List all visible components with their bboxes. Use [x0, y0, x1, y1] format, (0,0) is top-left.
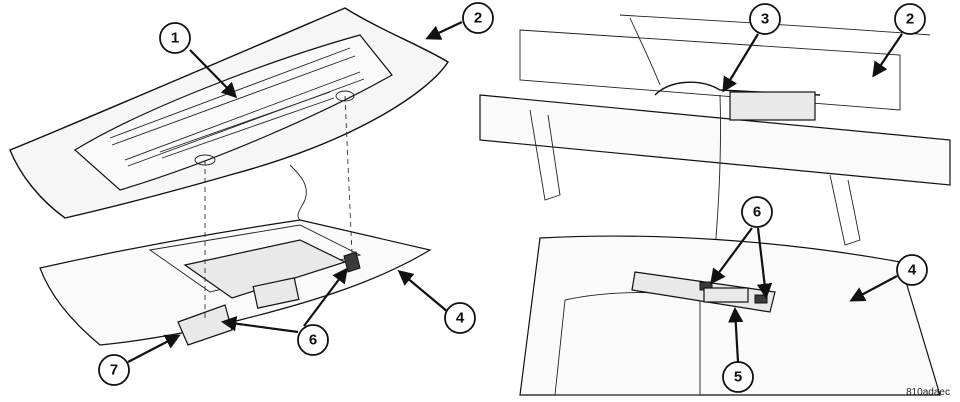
callout-2-left	[462, 2, 494, 34]
wiring-harness	[654, 81, 821, 96]
pillar-right	[829, 174, 861, 246]
callout-7	[98, 354, 130, 386]
callout-3	[749, 3, 781, 35]
roof-opening	[148, 224, 362, 293]
callout-6-left	[297, 324, 329, 356]
callout-4-left	[444, 302, 476, 334]
right-view	[479, 14, 951, 396]
callout-2-left-label: 2	[474, 10, 482, 27]
switch-body	[703, 287, 749, 303]
callout-2-right	[894, 3, 926, 35]
callout-4-right	[896, 254, 928, 286]
callout-5	[722, 361, 754, 393]
callout-4-right-label: 4	[908, 262, 917, 279]
harness-bundle	[629, 17, 661, 86]
callout-6-right-label: 6	[753, 204, 761, 221]
callout-7-label: 7	[110, 362, 118, 379]
harness-connector	[729, 91, 816, 121]
bracket-arm	[289, 164, 307, 221]
callout-2-right-label: 2	[906, 11, 914, 28]
roof-structure	[479, 94, 951, 186]
callout-4-left-label: 4	[456, 310, 465, 327]
switch-clip-2	[754, 294, 768, 304]
left-view	[9, 7, 449, 346]
callout-5-label: 5	[734, 369, 742, 386]
callout-1	[159, 22, 191, 54]
callout-6-left-label: 6	[309, 332, 317, 349]
callout-6-right	[741, 196, 773, 228]
pillar-left	[529, 109, 561, 201]
callout-3-label: 3	[761, 11, 769, 28]
roof-rail-upper	[519, 29, 901, 111]
callout-1-label: 1	[171, 30, 179, 47]
figure-code: 810adaec	[906, 387, 950, 398]
console-module	[252, 277, 300, 309]
console-bezel	[73, 34, 393, 191]
